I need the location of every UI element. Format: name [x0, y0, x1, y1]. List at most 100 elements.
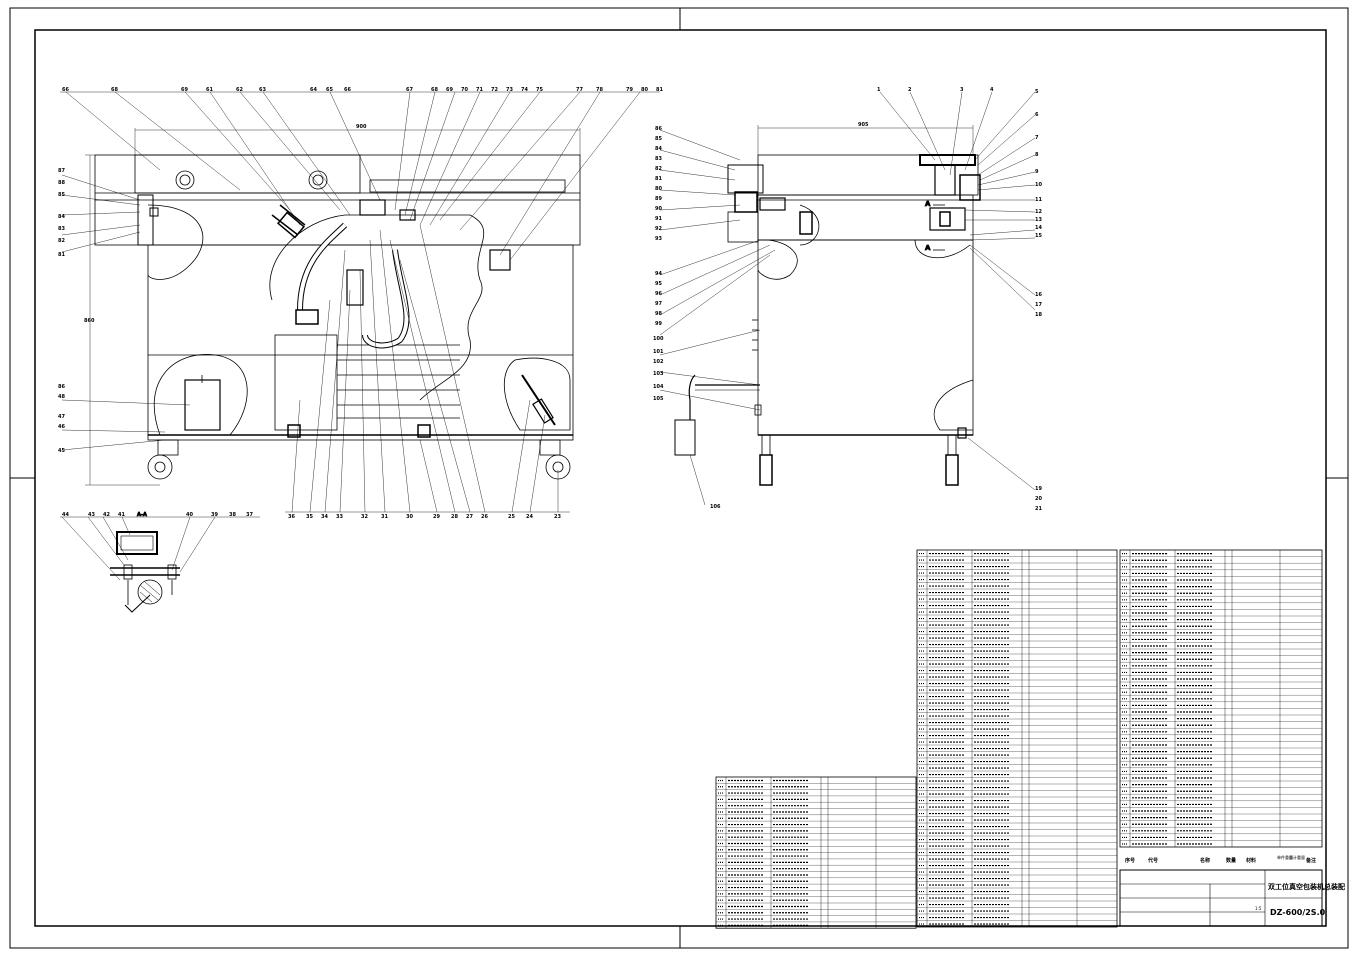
view-marker-a-upper: A [925, 200, 931, 208]
svg-text:85: 85 [58, 192, 65, 198]
side-view-leaders [659, 91, 1036, 506]
header-col-unit-weight: 单件重量 [1277, 854, 1293, 860]
drawing-scale: 1:5 [1255, 906, 1262, 911]
svg-text:44: 44 [62, 512, 69, 518]
svg-text:15: 15 [1035, 233, 1042, 239]
svg-text:83: 83 [655, 156, 662, 162]
header-col-code: 代号 [1147, 857, 1158, 864]
svg-text:72: 72 [491, 87, 498, 93]
svg-text:29: 29 [433, 514, 440, 520]
svg-text:21: 21 [1035, 506, 1042, 512]
svg-text:1: 1 [877, 87, 881, 93]
svg-text:18: 18 [1035, 312, 1042, 318]
svg-text:106: 106 [710, 504, 721, 510]
svg-text:2: 2 [908, 87, 912, 93]
svg-text:38: 38 [229, 512, 236, 518]
svg-text:8: 8 [1035, 152, 1039, 158]
svg-text:96: 96 [655, 291, 662, 297]
svg-text:80: 80 [641, 87, 648, 93]
svg-text:77: 77 [576, 87, 583, 93]
svg-text:87: 87 [58, 168, 65, 174]
svg-text:105: 105 [653, 396, 664, 402]
svg-text:66: 66 [344, 87, 351, 93]
svg-text:82: 82 [58, 238, 65, 244]
svg-text:28: 28 [451, 514, 458, 520]
svg-text:43: 43 [88, 512, 95, 518]
svg-text:99: 99 [655, 321, 662, 327]
svg-text:84: 84 [58, 214, 65, 220]
svg-text:64: 64 [310, 87, 317, 93]
svg-text:81: 81 [656, 87, 663, 93]
svg-text:48: 48 [58, 394, 65, 400]
svg-text:16: 16 [1035, 292, 1042, 298]
svg-text:40: 40 [186, 512, 193, 518]
svg-text:35: 35 [306, 514, 313, 520]
front-view-balloons: 66 68 69 61 62 63 64 65 66 67 68 69 70 7… [58, 87, 663, 520]
drawing-title: 双工位真空包装机总装配 [1268, 882, 1345, 891]
svg-text:5: 5 [1035, 89, 1039, 95]
svg-text:75: 75 [536, 87, 543, 93]
svg-text:27: 27 [466, 514, 473, 520]
svg-text:90: 90 [655, 206, 662, 212]
svg-text:65: 65 [326, 87, 333, 93]
svg-text:68: 68 [431, 87, 438, 93]
svg-text:39: 39 [211, 512, 218, 518]
parts-table-right [1119, 549, 1323, 848]
svg-text:100: 100 [653, 336, 664, 342]
svg-text:6: 6 [1035, 112, 1039, 118]
svg-text:17: 17 [1035, 302, 1042, 308]
svg-text:36: 36 [288, 514, 295, 520]
svg-text:34: 34 [321, 514, 328, 520]
parts-list-header: 序号 代号 名称 数量 材料 单件重量 总计重量 备注 [1124, 854, 1316, 864]
svg-text:92: 92 [655, 226, 662, 232]
svg-text:82: 82 [655, 166, 662, 172]
svg-text:74: 74 [521, 87, 528, 93]
svg-text:91: 91 [655, 216, 662, 222]
svg-text:104: 104 [653, 384, 664, 390]
parts-list-tables [715, 549, 1323, 929]
drawing-number: DZ-600/2S.0 [1270, 908, 1326, 917]
svg-text:9: 9 [1035, 169, 1039, 175]
svg-text:37: 37 [246, 512, 253, 518]
svg-text:102: 102 [653, 359, 664, 365]
svg-text:4: 4 [990, 87, 994, 93]
svg-text:33: 33 [336, 514, 343, 520]
svg-text:61: 61 [206, 87, 213, 93]
svg-text:26: 26 [481, 514, 488, 520]
svg-text:86: 86 [655, 126, 662, 132]
svg-text:860: 860 [84, 318, 95, 324]
header-col-material: 材料 [1246, 857, 1256, 864]
svg-text:69: 69 [446, 87, 453, 93]
svg-text:97: 97 [655, 301, 662, 307]
svg-text:30: 30 [406, 514, 413, 520]
svg-text:47: 47 [58, 414, 65, 420]
svg-text:41: 41 [118, 512, 125, 518]
svg-text:20: 20 [1035, 496, 1042, 502]
svg-text:14: 14 [1035, 225, 1042, 231]
section-aa-detail: A-A [60, 512, 260, 613]
view-marker-a-lower: A [925, 244, 931, 252]
title-block [1119, 869, 1323, 927]
side-dimension: 905 [858, 122, 869, 128]
parts-table-middle [916, 549, 1118, 928]
svg-text:88: 88 [58, 180, 65, 186]
svg-text:103: 103 [653, 371, 664, 377]
parts-table-right-frame [1119, 549, 1323, 848]
svg-text:85: 85 [655, 136, 662, 142]
svg-text:84: 84 [655, 146, 662, 152]
svg-text:45: 45 [58, 448, 65, 454]
svg-text:79: 79 [626, 87, 633, 93]
svg-text:900: 900 [356, 124, 367, 130]
svg-text:71: 71 [476, 87, 483, 93]
svg-text:12: 12 [1035, 209, 1042, 215]
svg-text:13: 13 [1035, 217, 1042, 223]
front-view-leaders [61, 91, 641, 513]
svg-text:95: 95 [655, 281, 662, 287]
section-label: A-A [137, 512, 147, 518]
header-col-total-weight: 总计重量 [1289, 854, 1305, 860]
svg-text:78: 78 [596, 87, 603, 93]
header-col-qty: 数量 [1226, 857, 1236, 864]
svg-text:93: 93 [655, 236, 662, 242]
svg-text:67: 67 [406, 87, 413, 93]
